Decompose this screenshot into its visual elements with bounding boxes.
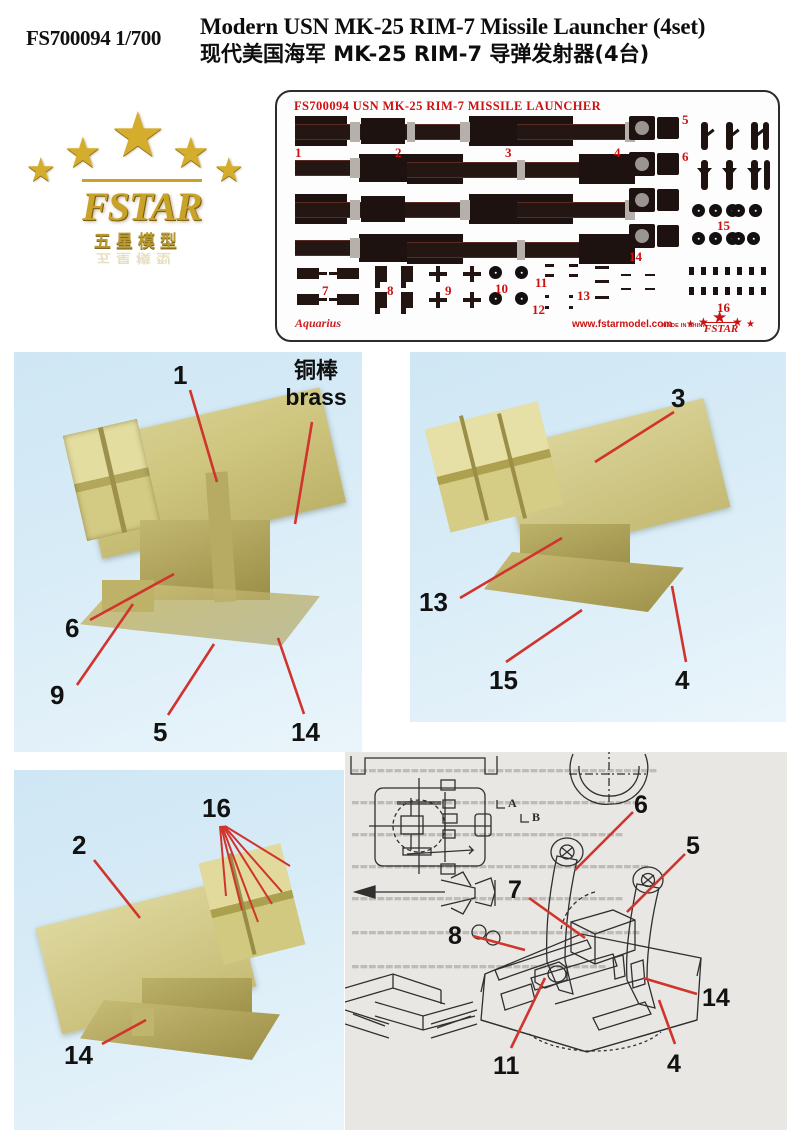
section-mark-b: B [532,810,541,824]
callout-label-14: 14 [64,1040,93,1070]
product-code: FS700094 1/700 [26,26,161,50]
brand-logo: ★ ★ ★ ★ ★ FSTAR 五星模型 五星模型 [14,102,264,265]
brand-wordmark: FSTAR [82,179,203,230]
background-scan-text: ▬▬▬▬▬▬▬▬▬▬▬▬▬▬▬▬▬▬▬▬▬▬▬▬▬▬▬▬▬▬▬▬▬▬▬ [351,862,649,872]
background-scan-text: ▬▬▬▬▬▬▬▬▬▬▬▬▬▬▬▬▬▬▬▬▬▬▬▬▬▬▬▬▬▬▬▬▬▬▬▬ [351,766,658,776]
title-block: Modern USN MK-25 RIM-7 Missile Launcher … [200,14,790,66]
fret-part-number: 2 [395,145,402,160]
callout-label-6: 6 [634,791,648,819]
callout-label-5: 5 [153,717,168,747]
model-deck-box [102,580,154,612]
star-icon: ★ [686,319,695,330]
star-icon: ★ [214,153,244,189]
fret-title: FS700094 USN MK-25 RIM-7 MISSILE LAUNCHE… [294,99,602,113]
fret-brand-wordmark: FSTAR [704,322,739,335]
callout-label-14: 14 [702,984,730,1012]
fret-part-number: 9 [445,283,452,298]
section-mark-a: A [508,796,517,810]
background-scan-text: ▬▬▬▬▬▬▬▬▬▬▬▬▬▬▬▬▬▬▬▬▬▬▬▬▬▬▬▬▬▬ [351,962,607,972]
brand-wordmark-chinese: 五星模型 [94,232,182,252]
callout-label-8: 8 [448,922,462,950]
star-icon: ★ [746,319,755,330]
callout-label-15: 15 [489,665,518,695]
callout-label-4: 4 [675,665,690,695]
fret-part-number: 11 [535,275,548,290]
callout-label-4: 4 [667,1050,681,1078]
photo-assembled-launcher-view-1: 1 6 9 5 14 铜棒 brass [14,352,362,752]
callout-label-5: 5 [686,832,700,860]
fret-part-number: 12 [532,302,545,317]
callout-label-14: 14 [291,717,320,747]
page-header: FS700094 1/700 Modern USN MK-25 RIM-7 Mi… [0,0,800,88]
callout-label-13: 13 [419,587,448,617]
launcher-line-drawing [345,752,702,1053]
callout-label-7: 7 [508,876,522,904]
fret-made-in-label: MADE IN CHINA [662,323,707,329]
fret-part-number: 16 [717,300,730,315]
fret-part-number: 7 [322,283,329,298]
background-scan-text: ▬▬▬▬▬▬▬▬▬▬▬▬▬▬▬▬▬▬▬▬▬▬▬▬▬▬▬▬▬▬▬▬ [351,830,624,840]
background-scan-text: ▬▬▬▬▬▬▬▬▬▬▬▬▬▬▬▬▬▬▬▬▬▬▬▬▬▬▬▬▬▬▬▬▬▬ [351,798,641,808]
background-scan-text: ▬▬▬▬▬▬▬▬▬▬▬▬▬▬▬▬▬▬▬▬▬▬▬▬▬▬▬▬▬▬▬▬▬▬ [351,928,641,938]
callout-note-english: brass [285,383,347,410]
photo-assembled-launcher-view-2: 3 13 15 4 [410,352,786,722]
fret-brand-logo: ★ ★ ★ ★ ★ FSTAR [686,308,764,335]
fret-part-number: 13 [577,288,590,303]
technical-drawing-panel: ▬▬▬▬▬▬▬▬▬▬▬▬▬▬▬▬▬▬▬▬▬▬▬▬▬▬▬▬▬▬▬▬▬▬▬▬ ▬▬▬… [345,752,787,1130]
fret-part-number: 1 [295,145,302,160]
fret-part-number: 8 [387,283,394,298]
callout-label-11: 11 [493,1052,520,1080]
page-title-chinese: 现代美国海军 MK-25 RIM-7 导弹发射器(4台) [200,41,650,66]
star-icon: ★ [64,131,102,177]
callout-label-16: 16 [202,793,231,823]
background-scan-text: ▬▬▬▬▬▬▬▬▬▬▬▬▬▬▬▬▬▬▬▬▬▬▬▬▬▬▬▬▬▬▬▬ [351,894,624,904]
callout-note-brass: 铜棒 brass [266,359,362,411]
photo-etch-fret: FS700094 USN MK-25 RIM-7 MISSILE LAUNCHE… [275,90,780,342]
page-title-english: Modern USN MK-25 RIM-7 Missile Launcher … [200,14,706,39]
fret-website-url: www.fstarmodel.com [572,319,673,330]
fret-part-number: 5 [682,112,689,127]
brand-wordmark-reflection: 五星模型 [96,250,177,266]
callout-label-2: 2 [72,830,87,860]
callout-label-3: 3 [671,383,686,413]
star-icon: ★ [712,308,728,327]
fret-signature: Aquarius [295,316,342,330]
fret-part-number: 3 [505,145,512,160]
fret-part-number: 10 [495,281,508,296]
fret-part-number: 6 [682,149,689,164]
photo-assembled-launcher-view-3: 2 16 14 [14,770,344,1130]
fret-part-number: 4 [614,145,621,160]
callout-label-6: 6 [65,613,80,643]
model-deck-box [132,1008,154,1036]
star-icon: ★ [26,153,56,189]
callout-note-chinese: 铜棒 [293,359,338,384]
star-icon: ★ [110,102,166,170]
star-icon: ★ [698,315,709,329]
callout-label-9: 9 [50,680,65,710]
star-icon: ★ [172,131,210,177]
fret-part-number: 15 [717,218,730,233]
model-base-plate [484,552,684,612]
callout-label-1: 1 [173,360,188,390]
fret-part-number: 14 [629,249,642,264]
